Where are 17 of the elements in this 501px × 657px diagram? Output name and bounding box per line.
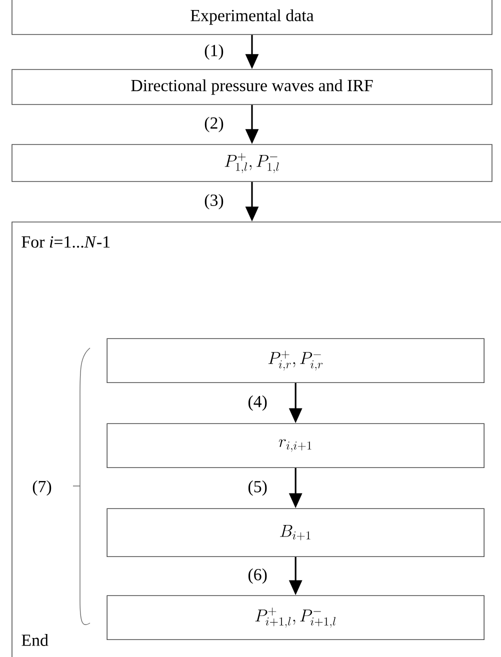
edge-label: (2) — [203, 116, 225, 134]
edge-label: (1) — [203, 43, 225, 61]
process-box: $P^{+}_{i+1,l}, P^{-}_{i+1,l}$ — [106, 595, 484, 640]
edge-label: (3) — [203, 193, 225, 210]
process-box: $P^{+}_{i,r}, P^{-}_{i,r}$ — [106, 338, 484, 383]
process-box: $r_{i,i+1}$ — [106, 423, 484, 468]
process-box: $B_{i+1}$ — [106, 508, 484, 557]
loop-box — [12, 222, 501, 657]
process-box: $P^{+}_{1,l}, P^{-}_{1,l}$ — [12, 144, 492, 182]
edge-label: (6) — [246, 567, 268, 585]
loop-label: For i=1...N-1 — [22, 236, 110, 248]
edge-label: (4) — [246, 394, 268, 412]
edge-label: (5) — [246, 479, 268, 497]
loop-label: End — [22, 634, 48, 646]
process-box: Directional pressure waves and IRF — [12, 69, 492, 105]
step-label: (7) — [32, 480, 52, 496]
process-box: Experimental data — [12, 0, 492, 35]
